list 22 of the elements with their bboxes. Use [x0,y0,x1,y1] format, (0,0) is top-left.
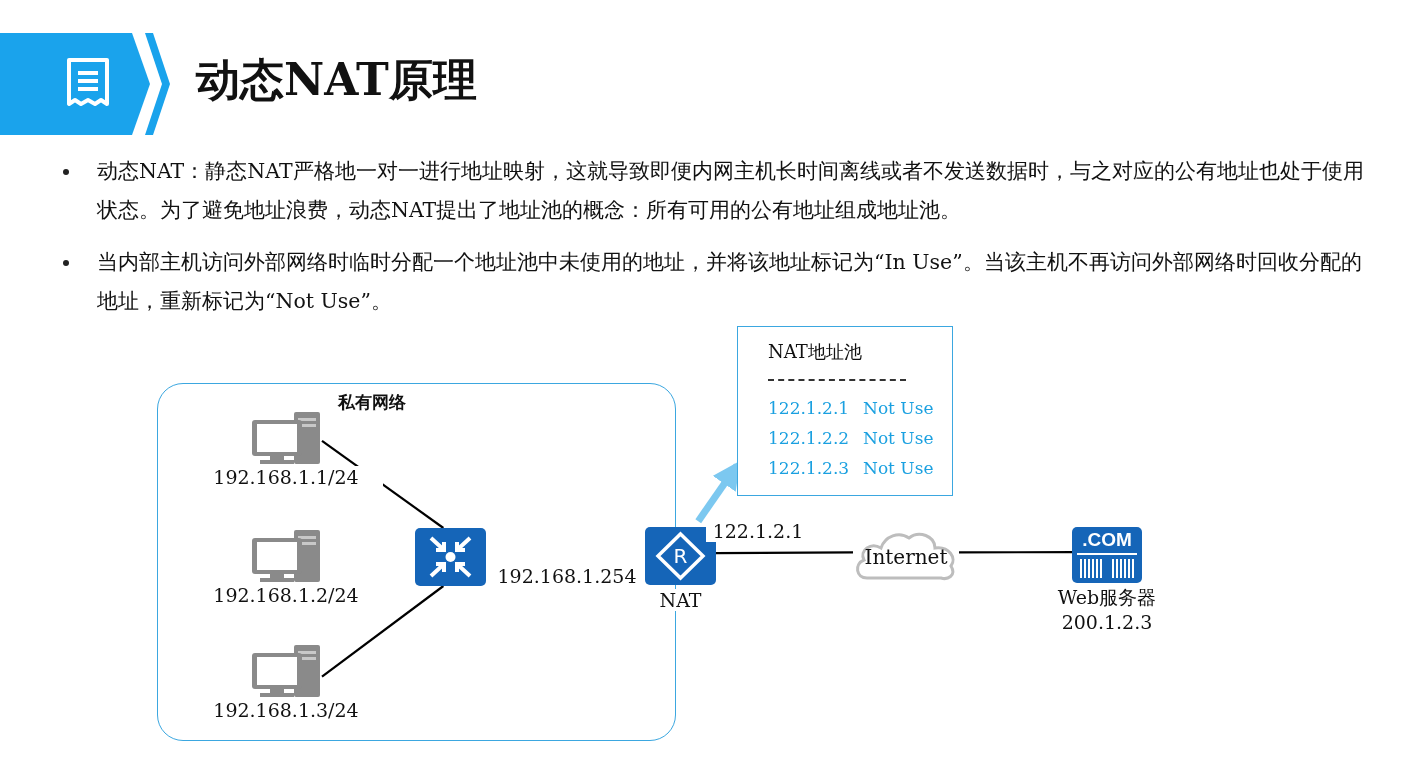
link-line [716,551,853,555]
computer-icon [249,642,322,699]
group-label: 私有网络 [338,391,406,414]
ip-address: 122.1.2.1 [768,397,850,419]
status-label: Not Use [863,397,934,419]
server-icon: .COM [1072,527,1142,583]
switch-icon [414,527,486,586]
bullet-text: 动态NAT：静态NAT严格地一对一进行地址映射，这就导致即便内网主机长时间离线或者不发送数据时，与之对应的公有地址也处于使用状态。为了避免地址浪费，动态NAT提出了地址池的概念：所有可用的公有地址组成地址池。 [97,158,1365,224]
ip-address: 122.1.2.2 [768,427,850,449]
link-line [321,585,445,678]
device-label: NAT [659,589,702,611]
computer-icon [249,527,322,584]
status-label: Not Use [863,457,934,479]
link-line [959,551,1072,554]
router-icon: R [645,527,716,585]
bullet-text: 当内部主机访问外部网络时临时分配一个地址池中未使用的地址，并将该地址标记为“In Use”。当该主机不再访问外部网络时回收分配的地址，重新标记为“Not Use”。 [97,249,1363,315]
panel-heading: NAT地址池 [768,340,862,364]
slide-title: 动态NAT原理 [196,53,477,107]
status-label: Not Use [863,427,934,449]
ip-address: 122.1.2.3 [768,457,850,479]
address-pool-panel [737,326,953,496]
computer-icon [249,409,322,466]
